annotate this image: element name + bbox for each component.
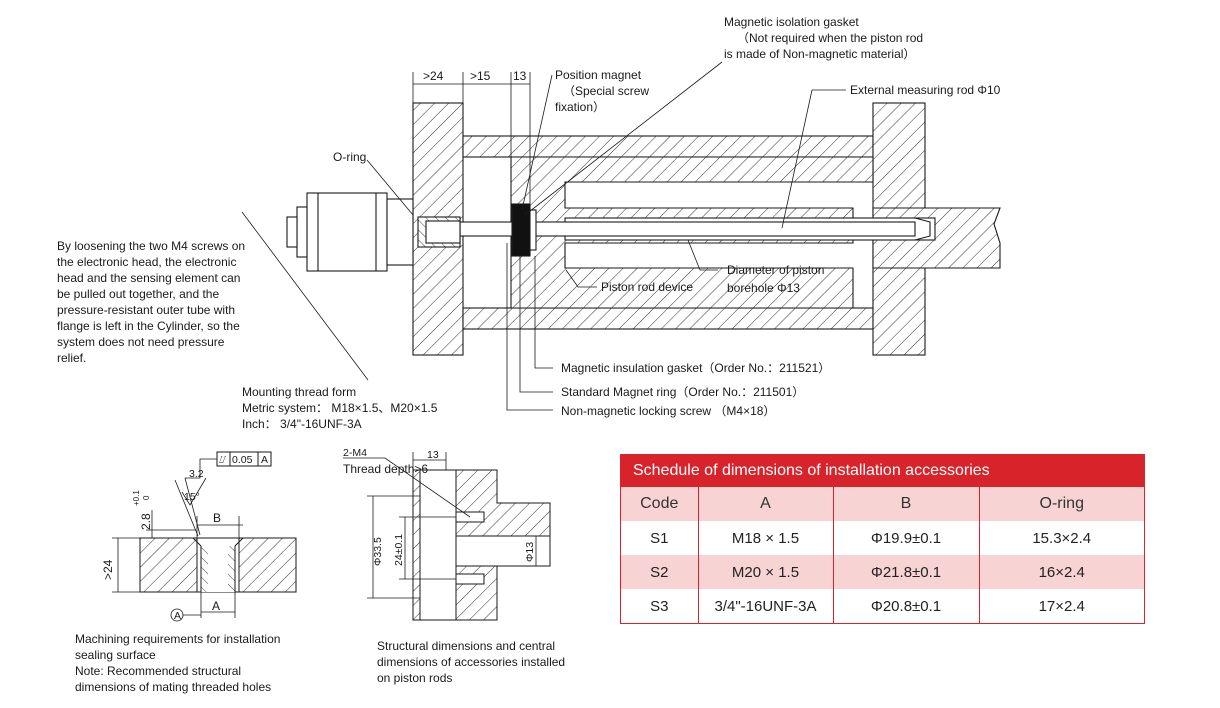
label-external-rod: External measuring rod Φ10 [850,83,1001,97]
label-position-magnet-2: （Special screw [563,84,649,98]
table-row: S1 M18 × 1.5 Φ19.9±0.1 15.3×2.4 [621,521,1144,555]
angle-value: 15° [184,491,200,503]
cell-b: Φ19.9±0.1 [833,521,980,555]
dim-24: >24 [423,69,444,83]
label-piston-rod-device: Piston rod device [601,280,693,294]
schedule-table: Code A B O-ring S1 M18 × 1.5 Φ19.9±0.1 1… [621,487,1144,623]
cell-o-ring: 16×2.4 [979,555,1144,589]
acc-dim-335: Φ33.5 [372,537,384,566]
acc-dim-13: 13 [427,449,439,461]
accessory-labels: 2-M4 Thread depth>6 13 Φ33.5 24±0.1 Φ13 [343,447,536,566]
cell-b: Φ21.8±0.1 [833,555,980,589]
cell-o-ring: 15.3×2.4 [1032,529,1092,547]
machining-caption: Machining requirements for installation … [75,632,281,694]
label-o-ring: O-ring [333,150,366,164]
schedule-header-row: Code A B O-ring [621,487,1144,521]
loosening-note: By loosening the two M4 screws on the el… [57,239,246,365]
cell-code: S3 [621,589,699,623]
label-borehole-1: Diameter of piston [727,263,824,277]
accessory-detail [343,452,551,621]
cell-a: M18 × 1.5 [698,521,834,555]
acc-dim-24: 24±0.1 [393,534,405,566]
label-insulation-gasket-order: Magnetic insulation gasket（Order No.：211… [561,361,830,375]
dim-b-label: B [213,511,221,525]
roughness-value: 3.2 [189,468,204,480]
label-isolation-gasket-1: Magnetic isolation gasket [724,15,859,29]
tol-symbol: ⌰ [219,454,227,466]
cell-code: S2 [621,555,699,589]
main-labels: Magnetic isolation gasket （Not required … [242,15,1001,431]
label-position-magnet-1: Position magnet [555,68,642,82]
label-borehole-2: borehole Φ13 [727,281,800,295]
label-position-magnet-3: fixation） [555,100,605,114]
tol-datum: A [261,454,268,466]
label-mounting-thread-1: Mounting thread form [242,385,356,399]
label-isolation-gasket-3: is made of Non-magnetic material） [724,47,915,61]
header-code: Code [621,487,699,521]
thread-depth-label: Thread depth>6 [343,462,428,476]
cell-a: 3/4"-16UNF-3A [698,589,834,623]
schedule-title: Schedule of dimensions of installation a… [621,455,1144,487]
label-mounting-thread-3: Inch： 3/4"-16UNF-3A [242,417,362,431]
cell-b: Φ20.8±0.1 [833,589,980,623]
label-mounting-thread-2: Metric system： M18×1.5、M20×1.5 [242,401,438,415]
header-b: B [833,487,980,521]
cell-o-ring: 17×2.4 [1038,597,1085,615]
machining-detail [112,451,297,622]
tol-zero: 0 [142,495,151,500]
machining-labels: ⌰ 0.05 A 3.2 15° B A A 2.8 +0.1 0 >24 [101,454,268,622]
dim-13: 13 [513,69,527,83]
acc-dim-phi13: Φ13 [524,542,536,562]
dim-a-label: A [212,599,220,613]
main-cross-section [286,102,1001,356]
thread-label: 2-M4 [343,447,367,459]
label-magnet-ring-order: Standard Magnet ring（Order No.：211501） [561,385,804,399]
header-o-ring: O-ring [979,487,1144,521]
accessory-caption: Structural dimensions and central dimens… [377,639,566,685]
dimension-schedule: Schedule of dimensions of installation a… [620,454,1145,624]
datum-label: A [174,610,181,622]
tol-value: 0.05 [232,454,253,466]
label-locking-screw: Non-magnetic locking screw （M4×18） [561,404,775,418]
dim-15: >15 [470,69,491,83]
label-isolation-gasket-2: （Not required when the piston rod [737,31,923,45]
leader-lines [241,61,846,411]
table-row: S2 M20 × 1.5 Φ21.8±0.1 16×2.4 [621,555,1144,589]
cell-code: S1 [621,521,699,555]
cell-a: M20 × 1.5 [698,555,834,589]
top-dimensions [412,72,531,204]
table-row: S3 3/4"-16UNF-3A Φ20.8±0.1 17×2.4 [621,589,1144,623]
depth-label: 2.8 [139,513,153,530]
header-a: A [698,487,834,521]
tol-plus: +0.1 [132,490,141,506]
length-label: >24 [101,559,115,580]
